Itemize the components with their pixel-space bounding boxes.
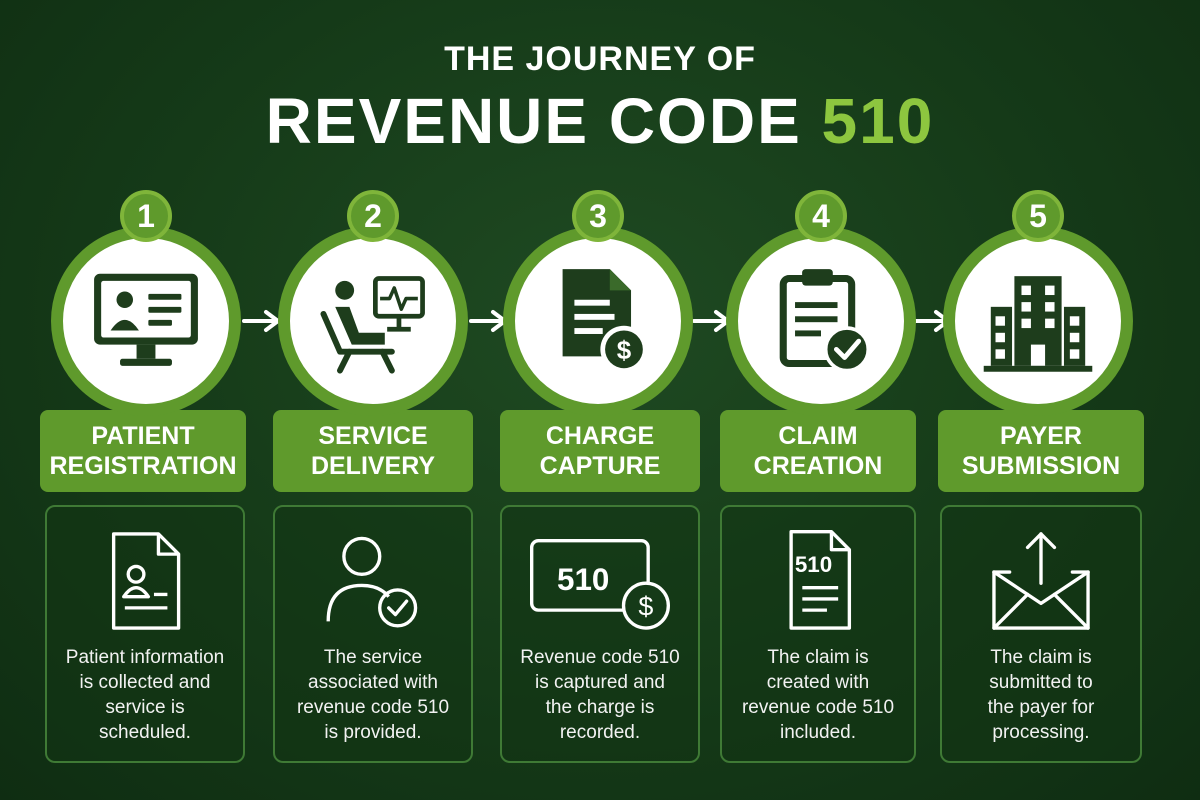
step-1-label: PATIENT REGISTRATION — [40, 410, 246, 492]
envelope-upload-icon — [992, 532, 1090, 630]
computer-monitor-user-icon — [94, 273, 198, 366]
step-4-label-line1: CLAIM — [778, 422, 858, 450]
step-2-label-line2: DELIVERY — [310, 452, 436, 480]
svg-text:$: $ — [638, 592, 653, 622]
step-2-number-badge: 2 — [347, 190, 399, 242]
step-3-desc-line1: Revenue code 510 — [520, 647, 680, 668]
step-4-label-line2: CREATION — [753, 452, 883, 480]
step-2-desc-line1: The service — [323, 647, 423, 668]
title-accent-code: 510 — [821, 85, 935, 157]
svg-text:$: $ — [617, 335, 632, 365]
step-2-icon-circle — [278, 226, 468, 416]
step-5-desc-line4: processing. — [992, 722, 1090, 743]
step-2-desc-line4: is provided. — [324, 722, 422, 743]
step-2-desc-line3: revenue code 510 — [296, 697, 450, 718]
step-1-card: Patient information is collected and ser… — [45, 505, 245, 763]
step-1-desc-line4: scheduled. — [99, 722, 191, 743]
step-3-desc-line3: the charge is — [545, 697, 655, 718]
step-1-icon-circle — [51, 226, 241, 416]
code-card-dollar-icon: 510 $ — [530, 539, 671, 630]
step-5-label-line2: SUBMISSION — [961, 452, 1121, 480]
step-1-label-line1: PATIENT — [91, 422, 195, 450]
step-3-label-line1: CHARGE — [545, 422, 655, 450]
step-4-desc-line3: revenue code 510 — [741, 697, 895, 718]
step-4-desc-line2: created with — [766, 672, 870, 693]
step-1-description: Patient information is collected and ser… — [55, 645, 235, 745]
step-5-label: PAYER SUBMISSION — [938, 410, 1144, 492]
title-main-text: REVENUE CODE — [265, 85, 822, 157]
step-5-number-badge: 5 — [1012, 190, 1064, 242]
step-4-label: CLAIM CREATION — [720, 410, 916, 492]
step-2-label: SERVICE DELIVERY — [273, 410, 473, 492]
step-5-label-line1: PAYER — [1000, 422, 1082, 450]
step-2-card: The service associated with revenue code… — [273, 505, 473, 763]
step-5-desc-line1: The claim is — [990, 647, 1092, 668]
patient-document-icon — [111, 532, 181, 630]
patient-chair-monitor-icon — [320, 276, 425, 374]
claim-code-text: 510 — [795, 552, 832, 577]
step-5-desc-line2: submitted to — [989, 672, 1093, 693]
step-3-icon-circle: $ — [503, 226, 693, 416]
step-3-label: CHARGE CAPTURE — [500, 410, 700, 492]
title-main: REVENUE CODE 510 — [0, 84, 1200, 158]
person-checkmark-icon — [326, 536, 418, 628]
step-1-desc-line3: service is — [105, 697, 185, 718]
step-4-desc-line4: included. — [779, 722, 857, 743]
step-5-card: The claim is submitted to the payer for … — [940, 505, 1142, 763]
step-3-card: 510 $ Revenue code 510 is captured and t… — [500, 505, 700, 763]
step-1-desc-line1: Patient information — [65, 647, 225, 668]
claim-document-icon: 510 — [789, 530, 852, 630]
step-5-icon-circle — [943, 226, 1133, 416]
step-1-number-badge: 1 — [120, 190, 172, 242]
step-1-label-line2: REGISTRATION — [49, 452, 237, 480]
step-1-desc-line2: is collected and — [79, 672, 211, 693]
step-3-description: Revenue code 510 is captured and the cha… — [510, 645, 690, 745]
step-2-desc-line2: associated with — [308, 672, 438, 693]
step-2-label-line1: SERVICE — [318, 422, 428, 450]
building-icon — [983, 276, 1093, 372]
step-3-desc-line2: is captured and — [535, 672, 665, 693]
step-3-desc-line4: recorded. — [559, 722, 641, 743]
step-5-description: The claim is submitted to the payer for … — [950, 645, 1132, 745]
arrow-1-to-2-icon — [242, 310, 280, 332]
clipboard-check-icon — [779, 269, 870, 373]
invoice-dollar-icon: $ — [562, 269, 648, 373]
step-3-label-line2: CAPTURE — [539, 452, 661, 480]
step-4-description: The claim is created with revenue code 5… — [730, 645, 906, 745]
step-4-icon-circle — [726, 226, 916, 416]
step-3-number-badge: 3 — [572, 190, 624, 242]
title-top: THE JOURNEY OF — [444, 40, 756, 78]
step-5-desc-line3: the payer for — [987, 697, 1095, 718]
charge-code-text: 510 — [557, 562, 609, 597]
step-4-desc-line1: The claim is — [767, 647, 869, 668]
step-4-number-badge: 4 — [795, 190, 847, 242]
step-2-description: The service associated with revenue code… — [283, 645, 463, 745]
step-4-card: 510 The claim is created with revenue co… — [720, 505, 916, 763]
